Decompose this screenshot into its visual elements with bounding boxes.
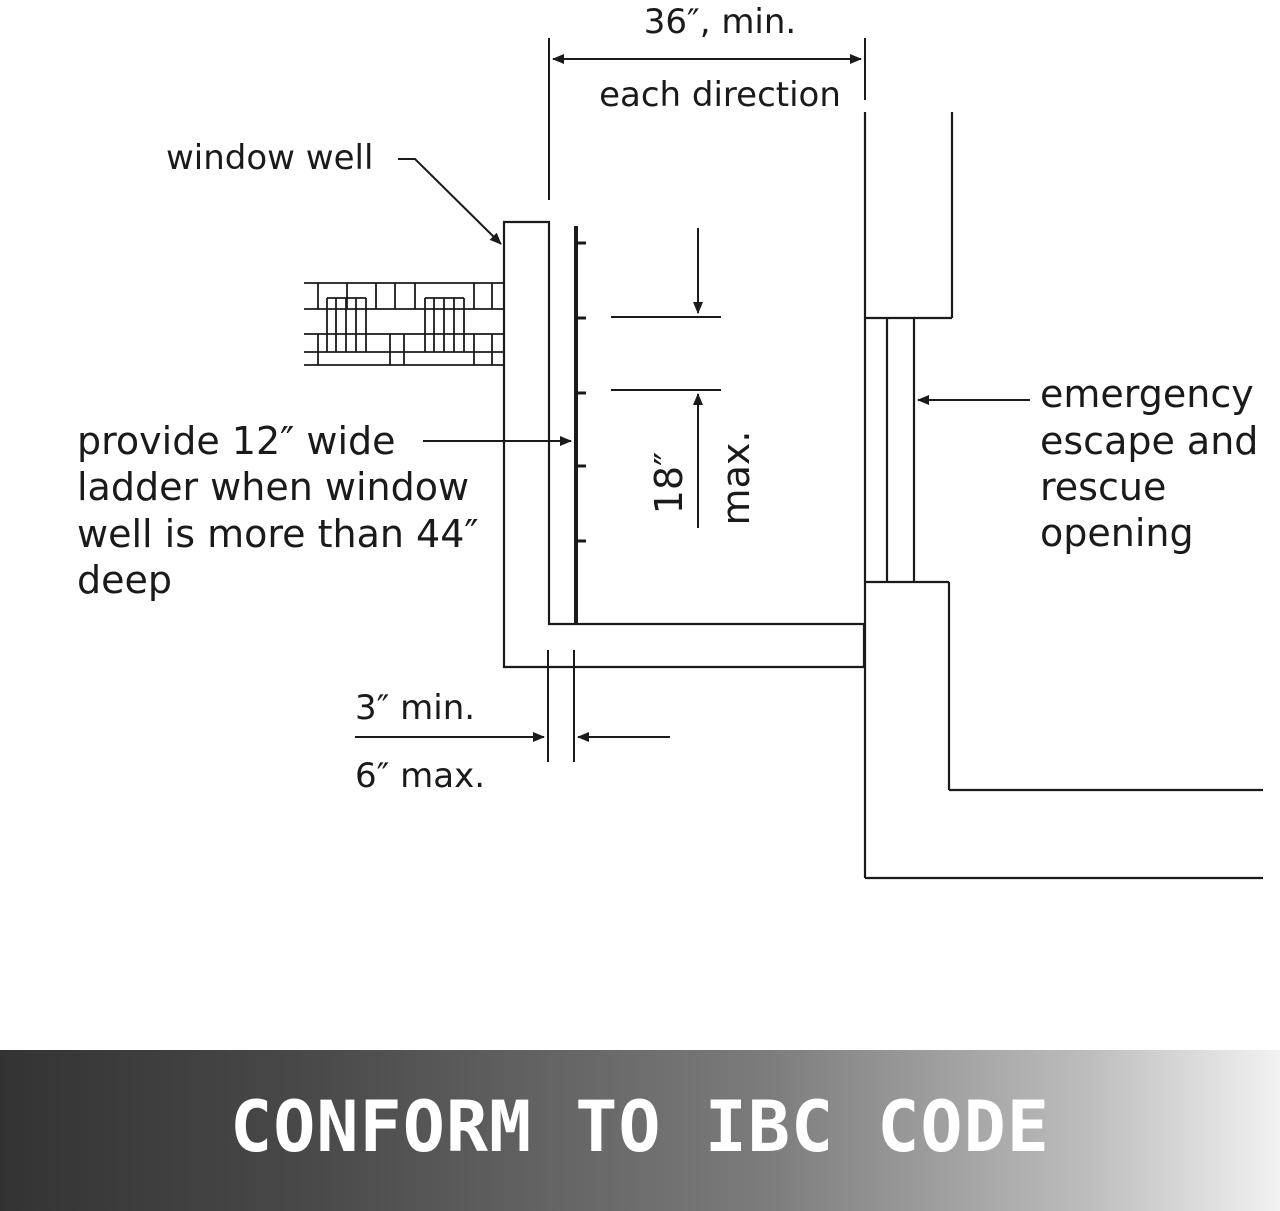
egress-label-line-4: opening bbox=[1040, 511, 1194, 555]
width-dimension-label: 36″, min. bbox=[644, 2, 797, 42]
ladder-note-line-1: provide 12″ wide bbox=[77, 419, 396, 463]
window-well-diagram: 36″, min. each direction window well 18″… bbox=[77, 2, 1263, 880]
banner-text: CONFORM TO IBC CODE bbox=[230, 1085, 1050, 1168]
ladder-note-line-4: deep bbox=[77, 558, 172, 602]
code-banner: CONFORM TO IBC CODE bbox=[0, 1050, 1280, 1211]
brick-pattern bbox=[304, 282, 504, 366]
window-well-wall bbox=[502, 220, 866, 669]
window-well-leader bbox=[398, 158, 502, 245]
rung-spacing-qualifier: max. bbox=[714, 431, 758, 526]
width-dimension bbox=[548, 38, 866, 200]
egress-label-line-1: emergency bbox=[1040, 372, 1254, 416]
building-wall bbox=[863, 112, 1263, 880]
ladder-note-line-2: ladder when window bbox=[77, 465, 469, 509]
ladder-clearance-dimension bbox=[355, 650, 670, 762]
egress-label-line-2: escape and bbox=[1040, 419, 1258, 463]
width-dimension-sublabel: each direction bbox=[599, 75, 841, 115]
window-well-label: window well bbox=[166, 138, 373, 178]
rung-spacing-dimension bbox=[611, 228, 721, 528]
rung-spacing-value: 18″ bbox=[647, 452, 691, 515]
ladder bbox=[574, 226, 586, 624]
egress-label-line-3: rescue bbox=[1040, 465, 1166, 509]
ladder-note-line-3: well is more than 44″ bbox=[77, 512, 479, 556]
ladder-clearance-max: 6″ max. bbox=[355, 756, 485, 796]
ladder-clearance-min: 3″ min. bbox=[355, 688, 475, 728]
